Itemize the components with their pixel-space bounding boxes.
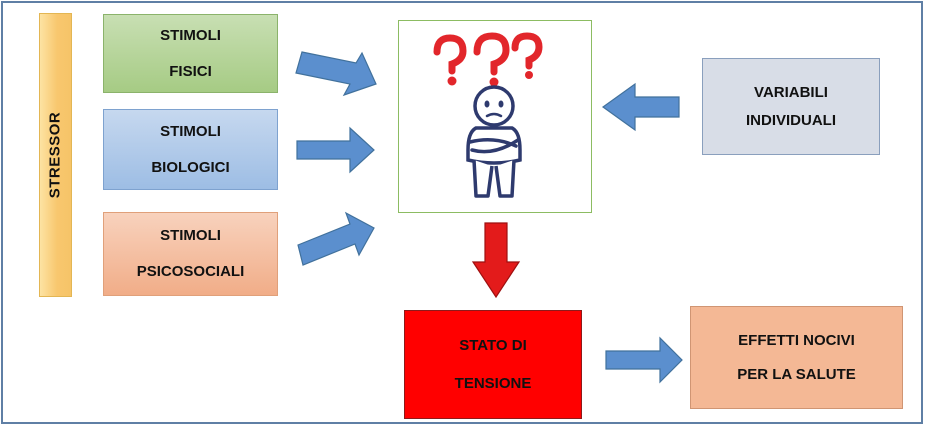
question-mark-dots — [447, 71, 533, 87]
arrow-tension-to-effects — [605, 336, 683, 384]
psychosocial-stimuli-line1: STIMOLI — [160, 227, 221, 244]
biological-stimuli-box: STIMOLI BIOLOGICI — [103, 109, 278, 190]
arrow-variables-to-center — [601, 82, 680, 132]
physical-stimuli-line1: STIMOLI — [160, 26, 221, 44]
harmful-effects-line1: EFFETTI NOCIVI — [738, 331, 855, 349]
individual-variables-line2: INDIVIDUALI — [746, 111, 836, 129]
stressor-label-box: STRESSOR — [39, 13, 72, 297]
biological-stimuli-line2: BIOLOGICI — [151, 158, 230, 176]
arrow-center-to-tension — [471, 222, 521, 299]
biological-stimuli-line1: STIMOLI — [160, 122, 221, 140]
physical-stimuli-line2: FISICI — [169, 62, 212, 80]
physical-stimuli-box: STIMOLI FISICI — [103, 14, 278, 93]
tension-state-box: STATO DI TENSIONE — [404, 310, 582, 419]
psychosocial-stimuli-line2: PSICOSOCIALI — [136, 263, 245, 280]
psychosocial-stimuli-box: STIMOLI PSICOSOCIALI — [103, 212, 278, 296]
individual-variables-line1: VARIABILI — [754, 83, 828, 101]
confused-person-icon — [433, 32, 543, 198]
arrow-biological-to-center — [296, 126, 375, 174]
individual-variables-box: VARIABILI INDIVIDUALI — [702, 58, 880, 155]
arrow-physical-to-center — [295, 51, 377, 97]
arrow-psychosocial-to-center — [297, 211, 375, 266]
tension-state-line1: STATO DI — [459, 336, 527, 354]
harmful-effects-line2: PER LA SALUTE — [737, 365, 856, 383]
harmful-effects-box: EFFETTI NOCIVI PER LA SALUTE — [690, 306, 903, 409]
tension-state-line2: TENSIONE — [454, 374, 532, 392]
question-marks-icon — [433, 32, 543, 76]
